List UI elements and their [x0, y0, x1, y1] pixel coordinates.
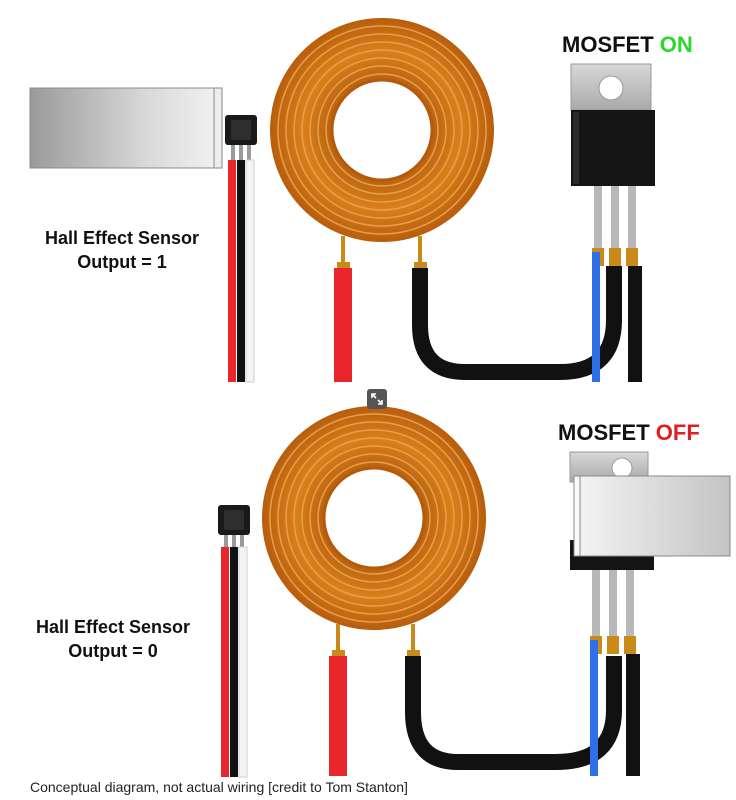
mosfet-source-wire — [628, 266, 642, 382]
coil — [270, 18, 494, 242]
mosfet-label: MOSFET OFF — [558, 420, 700, 445]
mosfet-state: OFF — [656, 420, 700, 445]
panel-top: Hall Effect Sensor Output = 1 MOSFET ON — [29, 18, 693, 383]
sensor-wire-red — [228, 160, 236, 382]
mosfet-gate-wire — [592, 252, 600, 382]
mosfet-top — [570, 63, 655, 382]
coil — [262, 406, 486, 630]
coil-lead-right — [411, 624, 415, 652]
mosfet-source-wire — [626, 654, 640, 776]
hall-sensor — [218, 505, 250, 778]
hall-sensor — [225, 115, 257, 383]
coil-wire-red — [334, 268, 352, 382]
coil-wire-black — [412, 266, 622, 380]
expand-icon — [371, 393, 383, 405]
coil-lead-left — [341, 236, 345, 264]
magnet-bar — [573, 475, 731, 557]
magnet-bar-end — [213, 87, 223, 169]
sensor-wire-white — [245, 159, 255, 383]
mosfet-prefix: MOSFET — [558, 420, 650, 445]
mosfet-state: ON — [660, 32, 693, 57]
sensor-wire-black — [230, 547, 238, 777]
coil-wire-red — [329, 656, 347, 776]
sensor-wire-black — [237, 160, 245, 382]
sensor-label-line2: Output = 0 — [68, 641, 158, 661]
magnet-bar — [29, 87, 221, 169]
sensor-label-line1: Hall Effect Sensor — [45, 228, 199, 248]
mosfet-gate-wire — [590, 640, 598, 776]
panel-bottom: Hall Effect Sensor Output = 0 MOSFET OFF — [36, 406, 731, 778]
caption: Conceptual diagram, not actual wiring [c… — [30, 779, 408, 795]
expand-button[interactable] — [367, 389, 387, 409]
sensor-wire-red — [221, 547, 229, 777]
mosfet-label: MOSFET ON — [562, 32, 693, 57]
mosfet-prefix: MOSFET — [562, 32, 654, 57]
sensor-label-line1: Hall Effect Sensor — [36, 617, 190, 637]
coil-lead-right — [418, 236, 422, 264]
sensor-label-line2: Output = 1 — [77, 252, 167, 272]
coil-wire-black — [405, 656, 622, 770]
sensor-wire-white — [238, 546, 248, 778]
coil-lead-left — [336, 624, 340, 652]
